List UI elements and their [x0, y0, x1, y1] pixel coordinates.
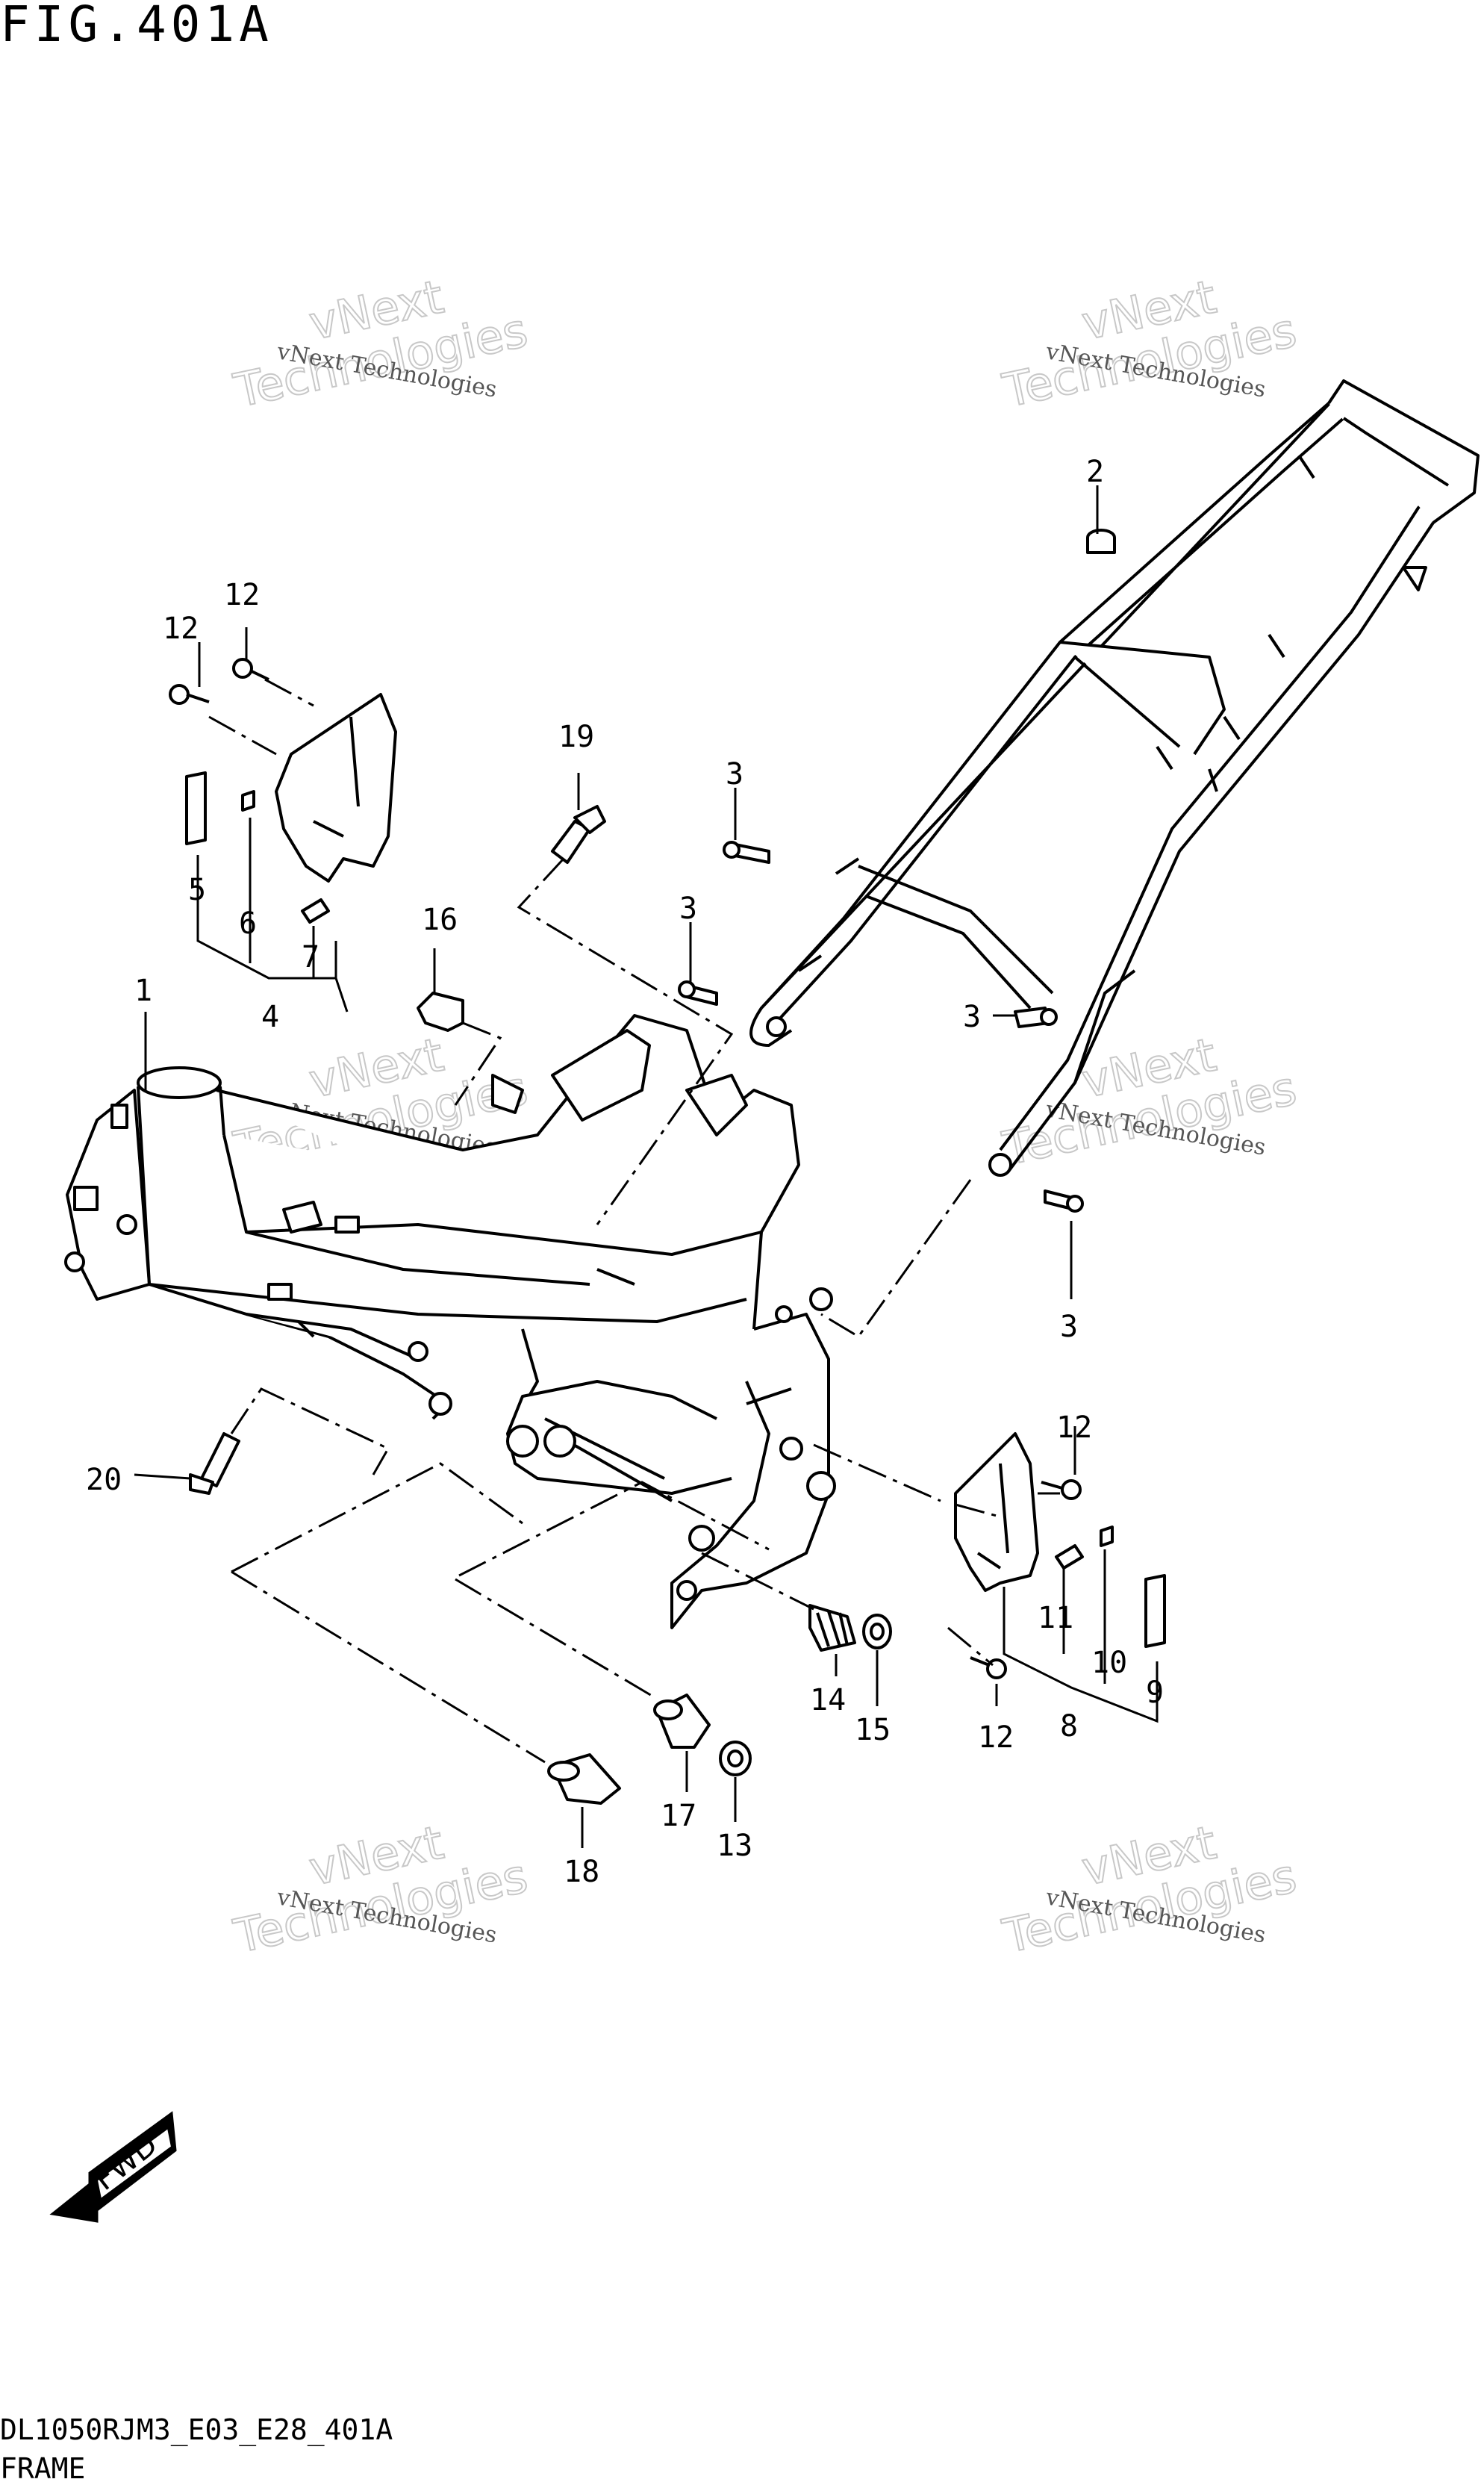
callout-9: 9 — [1146, 1676, 1164, 1710]
watermark-mid-right: vNext Technologies vNext Technologies — [997, 1027, 1302, 1177]
callout-4: 4 — [261, 1000, 279, 1034]
main-frame — [64, 1014, 836, 1629]
callouts: 1 2 3 3 3 3 4 5 6 7 8 9 10 11 12 12 12 1… — [86, 455, 1164, 1889]
fwd-arrow: FWD — [49, 2111, 177, 2223]
callout-12-a: 12 — [163, 612, 199, 646]
callout-17: 17 — [661, 1799, 696, 1833]
watermark-bottom-left: vNext Technologies vNext Technologies — [228, 1814, 533, 1965]
bolt-20 — [189, 1432, 240, 1495]
nut-13 — [719, 1741, 752, 1776]
left-side-cover — [275, 693, 397, 883]
spacer-14 — [808, 1604, 856, 1652]
rear-subframe — [749, 379, 1480, 1177]
callout-19: 19 — [558, 720, 594, 754]
callout-12-c: 12 — [1056, 1411, 1092, 1445]
watermark-bottom-right: vNext Technologies vNext Technologies — [997, 1814, 1302, 1965]
leader-lines — [134, 485, 1159, 1848]
callout-7: 7 — [302, 940, 319, 974]
spacer-18 — [547, 1753, 621, 1805]
callout-14: 14 — [810, 1683, 846, 1717]
callout-13: 13 — [717, 1829, 752, 1863]
bolt-3-a — [723, 841, 770, 864]
bolt-3-c — [1014, 1007, 1058, 1028]
bolt-3-d — [1044, 1189, 1084, 1213]
right-side-cover — [954, 1432, 1039, 1592]
collar-16 — [417, 992, 464, 1032]
callout-2: 2 — [1086, 455, 1104, 489]
bolt-12-b — [232, 658, 269, 681]
callout-1: 1 — [134, 974, 152, 1008]
watermark-top-left: vNext Technologies vNext Technologies — [228, 269, 533, 419]
extension-lines — [208, 678, 1060, 1764]
callout-12-d: 12 — [978, 1720, 1014, 1755]
bolt-19 — [551, 805, 606, 864]
bolt-12-c — [1041, 1479, 1082, 1500]
watermark-top-right: vNext Technologies vNext Technologies — [997, 269, 1302, 419]
label-9 — [1144, 1574, 1166, 1648]
figure-title: FIG.401A — [0, 0, 273, 53]
bolt-3-b — [678, 980, 718, 1006]
callout-15: 15 — [855, 1713, 891, 1747]
small-parts — [169, 529, 1166, 1805]
label-10 — [1100, 1525, 1114, 1547]
label-6 — [241, 790, 255, 812]
callout-5: 5 — [188, 873, 206, 907]
label-5 — [185, 771, 207, 845]
collar-17 — [653, 1694, 711, 1749]
callout-3-a: 3 — [726, 757, 743, 791]
callout-16: 16 — [422, 903, 458, 937]
callout-18: 18 — [564, 1855, 599, 1889]
figure-code: DL1050RJM3_E03_E28_401A — [0, 2413, 393, 2446]
bolt-12-a — [169, 684, 210, 705]
callout-11: 11 — [1038, 1601, 1073, 1635]
callout-3-b: 3 — [679, 892, 697, 926]
callout-3-c: 3 — [963, 1000, 981, 1034]
nut-15 — [862, 1614, 892, 1649]
callout-12-b: 12 — [224, 578, 260, 612]
bolt-2 — [1086, 529, 1116, 554]
callout-8: 8 — [1060, 1709, 1078, 1744]
label-11 — [1055, 1544, 1084, 1570]
callout-10: 10 — [1091, 1646, 1127, 1680]
label-7 — [301, 898, 330, 924]
callout-20: 20 — [86, 1463, 122, 1497]
callout-3-d: 3 — [1060, 1310, 1078, 1344]
figure-label: FRAME — [0, 2452, 86, 2485]
callout-6: 6 — [239, 906, 257, 941]
